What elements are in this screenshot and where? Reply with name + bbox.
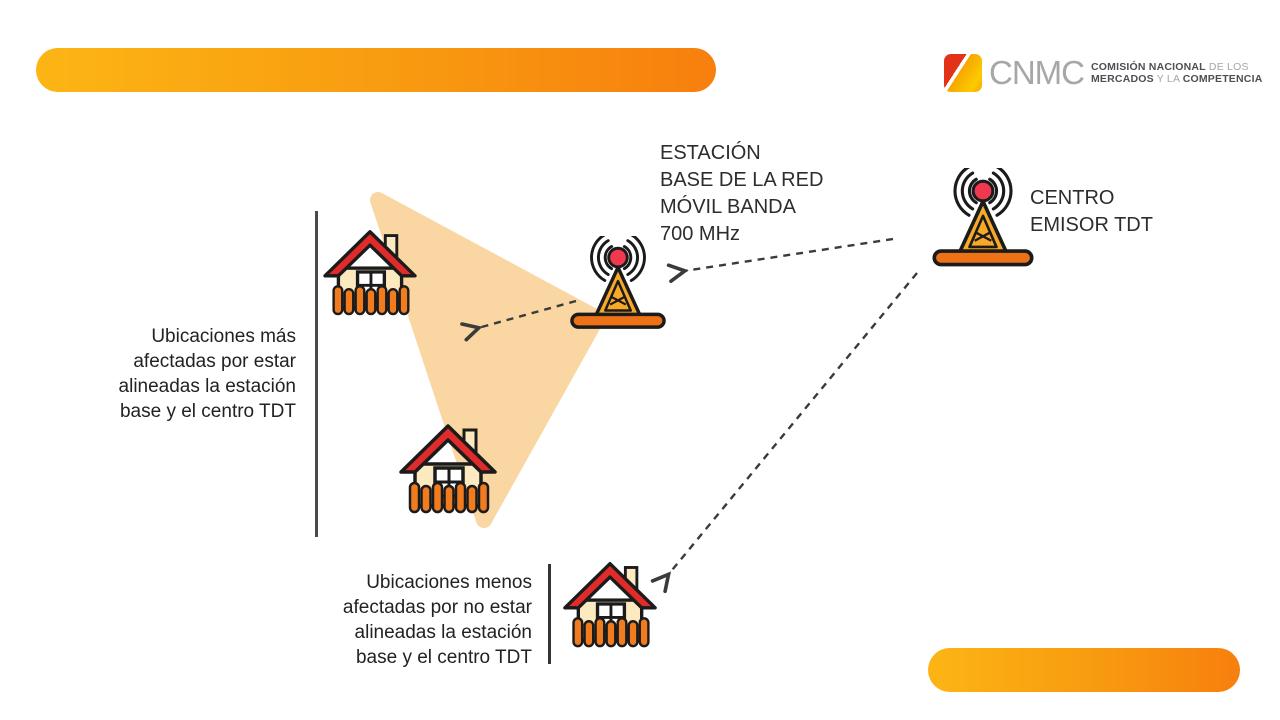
- antenna-icon-tdt-center: [932, 168, 1034, 267]
- cnmc-logo: CNMC COMISIÓN NACIONAL DE LOS MERCADOS Y…: [944, 54, 1262, 92]
- cnmc-logo-tagline: COMISIÓN NACIONAL DE LOS MERCADOS Y LA C…: [1091, 61, 1263, 86]
- bottom-accent-bar: [928, 648, 1240, 692]
- non-aligned-zone-divider: [548, 564, 551, 664]
- cnmc-tagline-line2: MERCADOS Y LA COMPETENCIA: [1090, 73, 1263, 85]
- antenna-icon-base-station: [570, 236, 666, 329]
- arrow-tdt-to-house: [668, 272, 918, 575]
- arrow-base-station-to-area: [478, 299, 577, 328]
- tdt-center-label: CENTRO EMISOR TDT: [1030, 187, 1153, 236]
- non-aligned-zone-label: Ubicaciones menos afectadas por no estar…: [342, 572, 532, 668]
- cnmc-logo-icon: [944, 54, 982, 92]
- cnmc-logo-brand: CNMC: [989, 54, 1085, 91]
- house-icon-less-affected: [563, 561, 657, 648]
- arrow-tdt-to-base-station: [684, 237, 894, 271]
- cnmc-tagline-line1: COMISIÓN NACIONAL DE LOS: [1090, 60, 1249, 73]
- aligned-zone-label: Ubicaciones más afectadas por estar alin…: [118, 326, 296, 422]
- base-station-label: ESTACIÓN BASE DE LA RED MÓVIL BANDA 700 …: [660, 142, 824, 245]
- top-accent-bar: [36, 48, 716, 92]
- interference-beam-shape: [370, 192, 605, 528]
- aligned-zone-divider: [315, 211, 318, 537]
